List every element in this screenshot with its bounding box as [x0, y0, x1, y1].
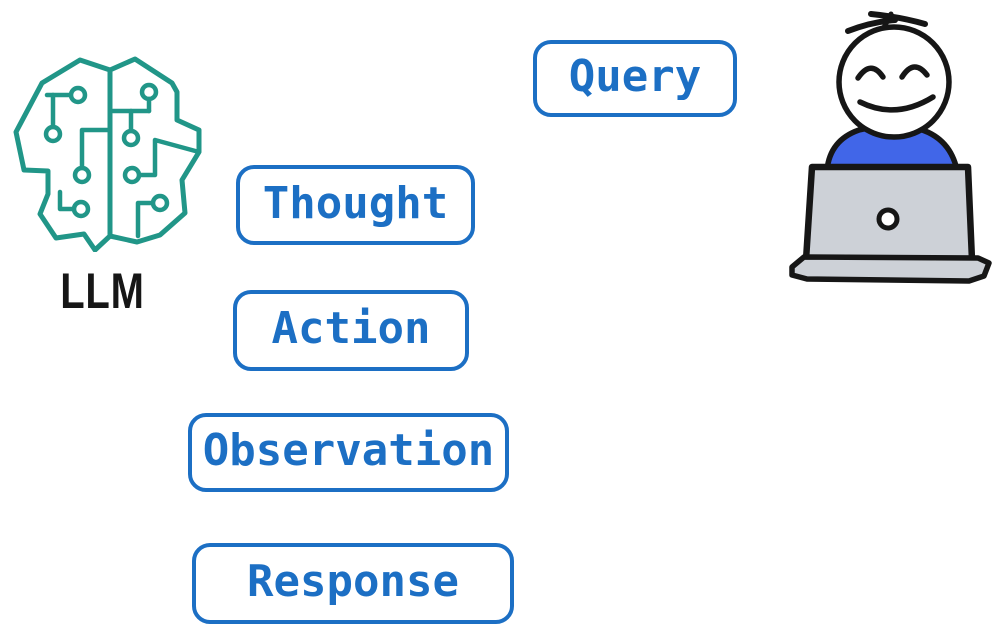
- observation-box: Observation: [188, 413, 509, 492]
- response-label: Response: [247, 556, 459, 607]
- circuit-brain-icon: [13, 56, 202, 252]
- llm-label: LLM: [60, 263, 145, 319]
- person-at-laptop-icon: [789, 11, 992, 284]
- query-box: Query: [533, 40, 737, 117]
- thought-label: Thought: [262, 177, 449, 229]
- action-box: Action: [233, 290, 469, 371]
- query-label: Query: [568, 51, 702, 102]
- response-box: Response: [192, 543, 514, 624]
- observation-label: Observation: [202, 425, 495, 476]
- thought-box: Thought: [236, 165, 475, 245]
- action-label: Action: [271, 303, 431, 354]
